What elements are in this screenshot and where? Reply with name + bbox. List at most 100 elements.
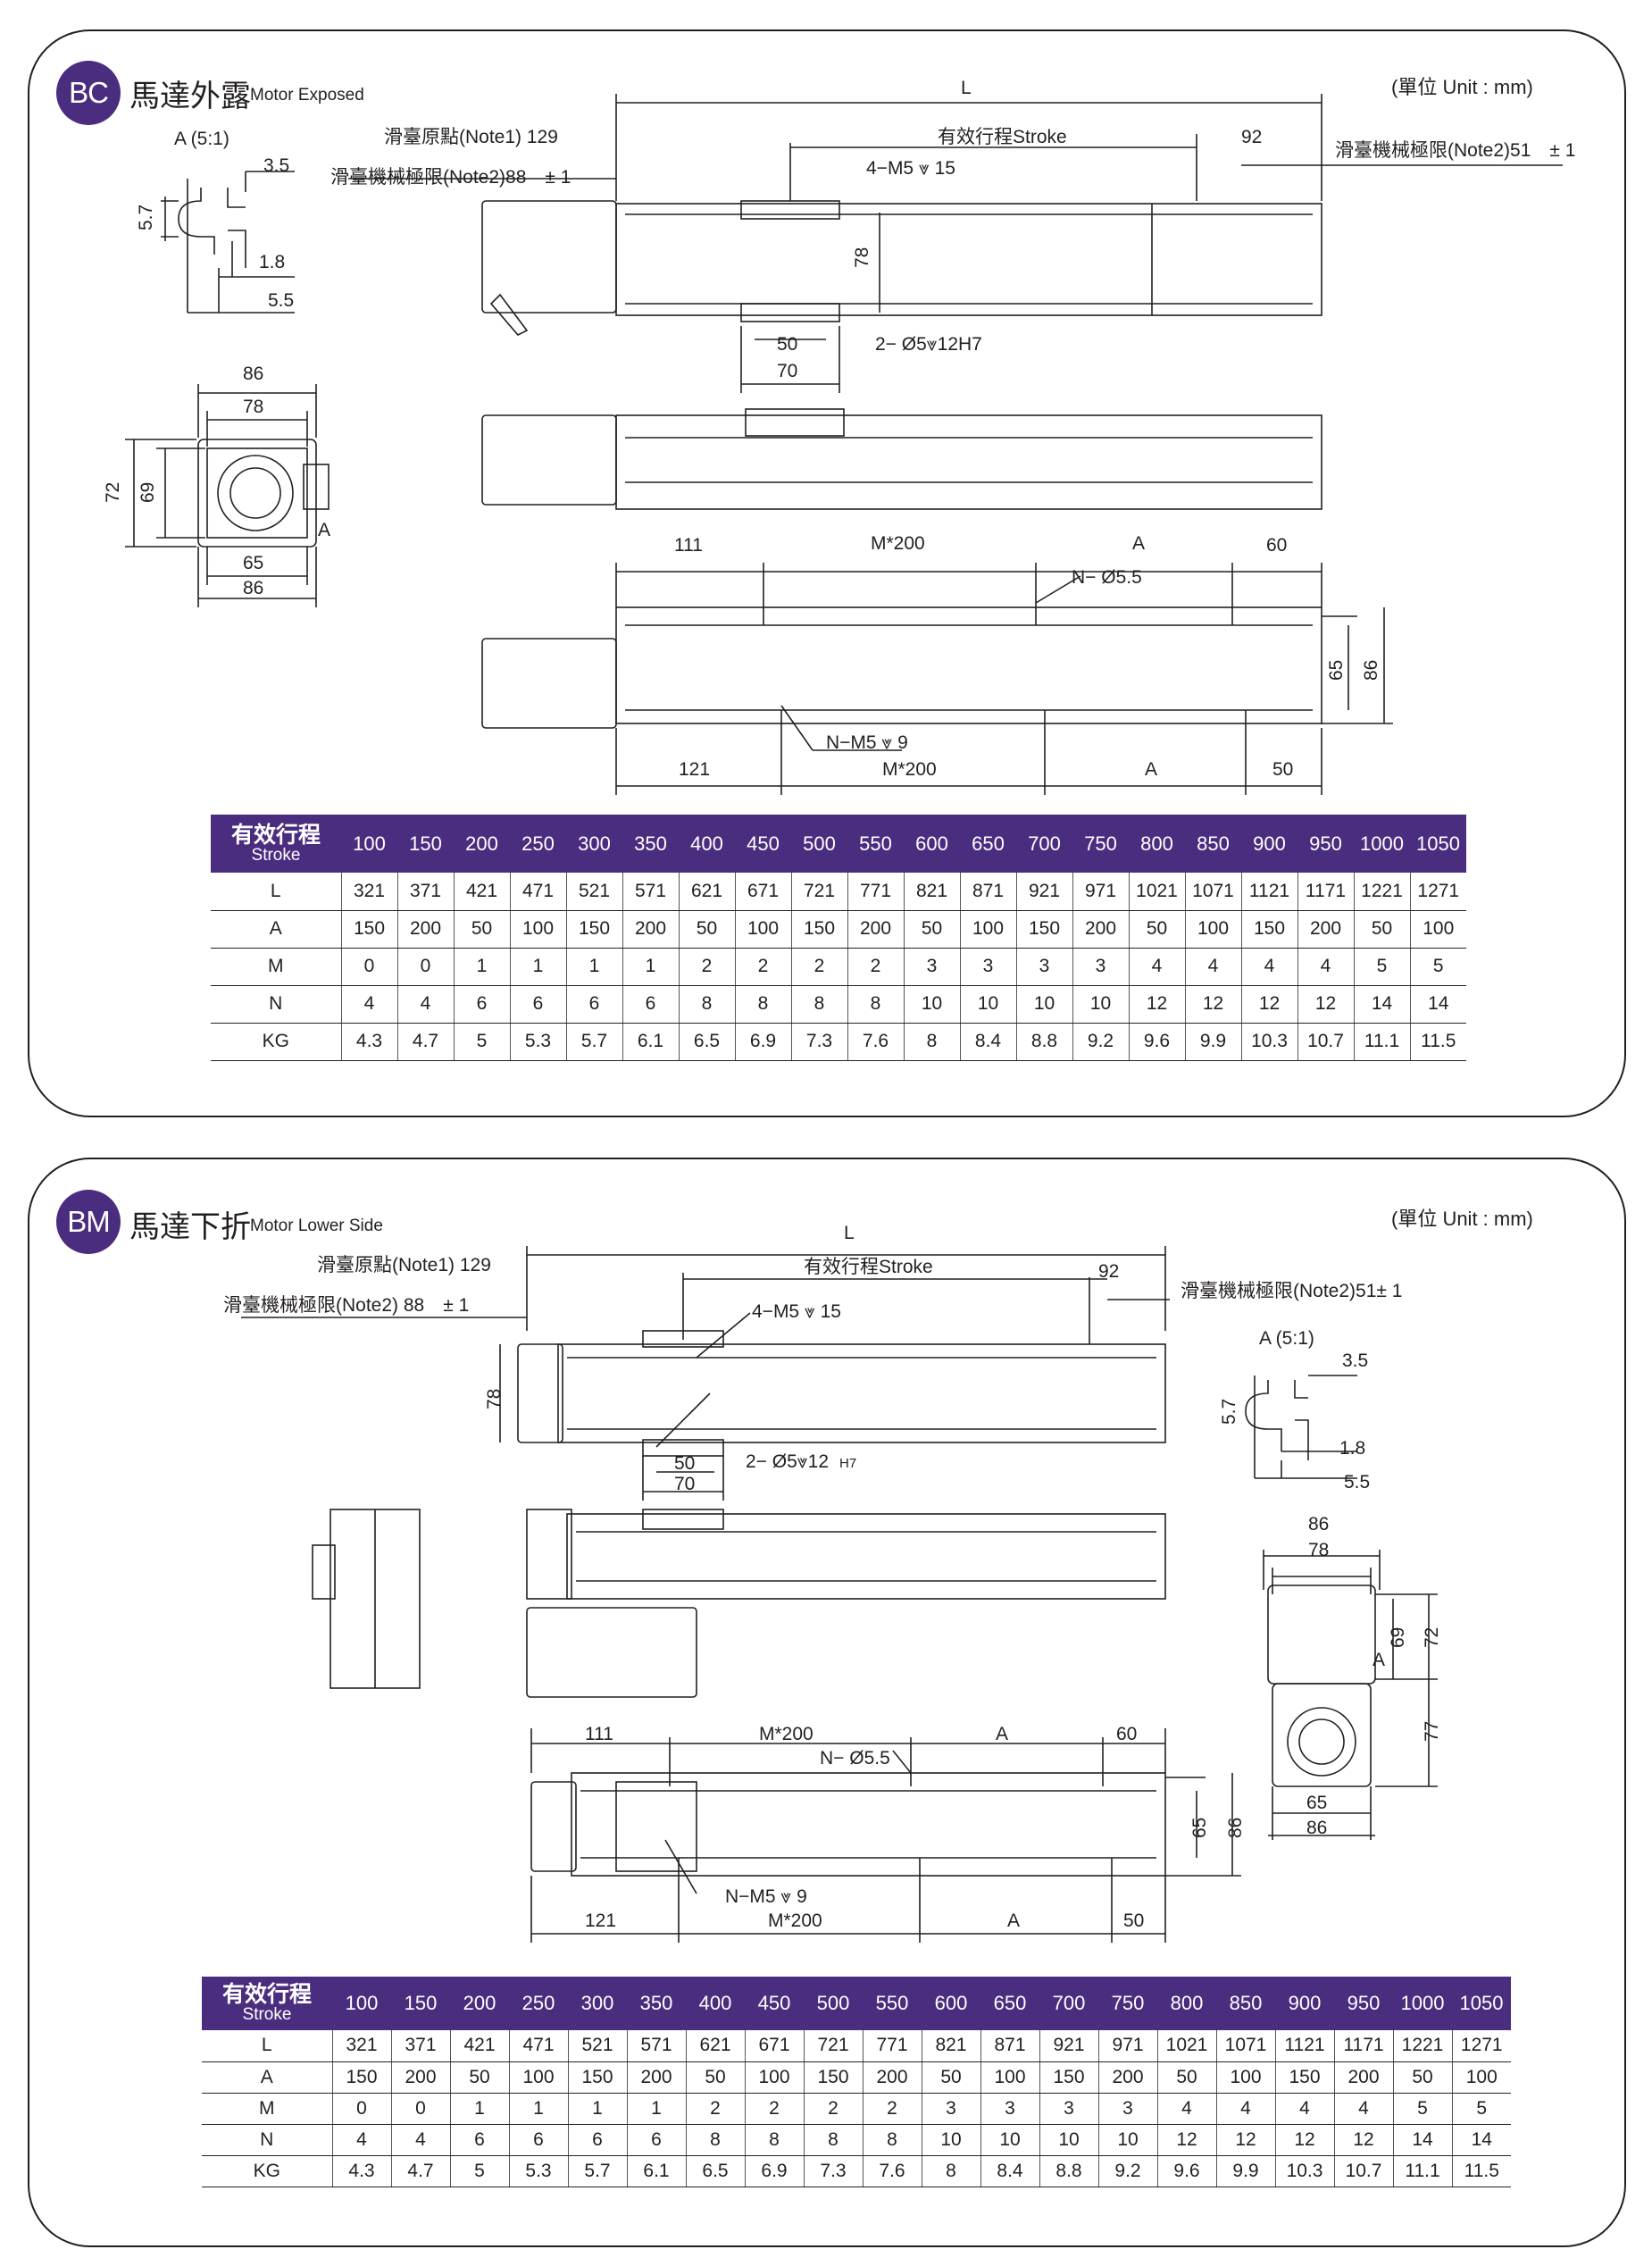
label-end-69: 69: [1388, 1627, 1408, 1648]
label-end-A: A: [318, 520, 330, 540]
table-cell: 200: [1334, 2061, 1394, 2094]
label-n-tap: N−M5 ⩔ 9: [725, 1886, 807, 1907]
table-cell: 8: [804, 2124, 864, 2156]
table-cell: 9.2: [1072, 1023, 1130, 1061]
table-cell: 10: [1039, 2124, 1099, 2156]
table-cell: 150: [566, 910, 623, 949]
table-cell: 6.5: [679, 1023, 736, 1061]
table-cell: 4: [341, 985, 398, 1024]
table-cell: 100: [510, 910, 567, 949]
rail-side: [566, 1513, 1166, 1600]
label-origin: 滑臺原點(Note1) 129: [317, 1255, 491, 1275]
table-cell: 12: [1216, 2124, 1276, 2156]
label-end-65: 65: [1306, 1793, 1327, 1813]
label-end-78: 78: [243, 397, 263, 417]
table-cell: 1: [622, 948, 680, 986]
stroke-header: 150: [391, 1977, 450, 2030]
table-cell: 9.9: [1216, 2155, 1276, 2187]
label-tap: 4−M5 ⩔ 15: [866, 158, 955, 179]
table-cell: 1: [566, 948, 623, 986]
table-cell: 50: [1393, 2061, 1453, 2094]
table-cell: 200: [847, 910, 905, 949]
table-cell: 1: [568, 2093, 628, 2125]
table-cell: 4: [1334, 2093, 1394, 2125]
unit-label: (單位 Unit : mm): [1391, 76, 1533, 98]
table-cell: 1171: [1297, 873, 1355, 911]
stroke-header: 950: [1297, 815, 1354, 873]
stroke-header: 1000: [1354, 815, 1410, 873]
table-cell: 521: [568, 2030, 628, 2062]
table-cell: 10: [904, 985, 961, 1024]
label-5-5: 5.5: [268, 290, 294, 311]
label-121: 121: [585, 1911, 616, 1931]
table-cell: 3: [1039, 2093, 1099, 2125]
table-cell: 971: [1072, 873, 1130, 911]
table-cell: 150: [1016, 910, 1073, 949]
label-92: 92: [1098, 1261, 1119, 1282]
table-cell: 100: [509, 2061, 569, 2094]
table-cell: 2: [791, 948, 848, 986]
rail-side: [615, 414, 1322, 510]
table-cell: 4.3: [341, 1023, 398, 1061]
label-stroke: 有效行程Stroke: [938, 127, 1067, 147]
table-cell: 3: [1098, 2093, 1158, 2125]
label-end-86b: 86: [243, 578, 263, 598]
table-cell: 9.6: [1157, 2155, 1217, 2187]
table-cell: 50: [904, 910, 961, 949]
table-cell: 2: [679, 948, 736, 986]
label-A-bot: A: [1007, 1911, 1020, 1931]
label-50b: 50: [1123, 1911, 1144, 1931]
table-cell: 8: [922, 2155, 981, 2187]
table-cell: 10: [980, 2124, 1040, 2156]
rail-top: [615, 203, 1322, 316]
table-cell: 6: [566, 985, 623, 1024]
label-121: 121: [679, 759, 710, 780]
label-m200-bot: M*200: [768, 1911, 822, 1931]
table-cell: 200: [1098, 2061, 1158, 2094]
table-cell: 10.7: [1334, 2155, 1394, 2187]
table-cell: 8: [745, 2124, 805, 2156]
table-cell: 7.3: [791, 1023, 848, 1061]
label-111: 111: [674, 535, 703, 556]
table-cell: 5: [454, 1023, 511, 1061]
label-end-A: A: [1372, 1650, 1385, 1670]
stroke-header: 100: [332, 1977, 391, 2030]
table-cell: 871: [980, 2030, 1040, 2062]
stroke-header: 950: [1334, 1977, 1393, 2030]
table-cell: 2: [686, 2093, 746, 2125]
stroke-header: 900: [1275, 1977, 1334, 2030]
table-cell: 200: [863, 2061, 922, 2094]
label-50: 50: [777, 334, 797, 355]
stroke-header: 350: [622, 815, 679, 873]
table-cell: 6: [454, 985, 511, 1024]
stroke-header: 850: [1185, 815, 1241, 873]
row-label: L: [202, 2030, 333, 2062]
table-cell: 6: [568, 2124, 628, 2156]
table-cell: 321: [332, 2030, 392, 2062]
label-60: 60: [1116, 1724, 1137, 1744]
table-cell: 5.3: [510, 1023, 567, 1061]
table-cell: 2: [847, 948, 905, 986]
table-cell: 100: [960, 910, 1017, 949]
label-111: 111: [585, 1724, 613, 1744]
table-cell: 2: [735, 948, 792, 986]
table-cell: 50: [1129, 910, 1186, 949]
label-86: 86: [1225, 1818, 1246, 1838]
end-view-body: [197, 439, 317, 548]
label-5-7: 5.7: [1219, 1399, 1239, 1425]
stroke-header: 250: [510, 815, 566, 873]
table-cell: 7.6: [863, 2155, 922, 2187]
table-cell: 150: [804, 2061, 864, 2094]
stroke-header: 300: [568, 1977, 627, 2030]
table-cell: 3: [960, 948, 1017, 986]
table-cell: 421: [454, 873, 511, 911]
table-cell: 14: [1410, 985, 1466, 1024]
spec-table-bm: 有效行程 Stroke 100 150 200 250 300 350 400 …: [202, 1977, 1511, 2187]
table-cell: 1: [450, 2093, 510, 2125]
label-end-72: 72: [103, 482, 123, 503]
label-stroke: 有效行程Stroke: [804, 1257, 933, 1277]
table-cell: 10.3: [1275, 2155, 1335, 2187]
